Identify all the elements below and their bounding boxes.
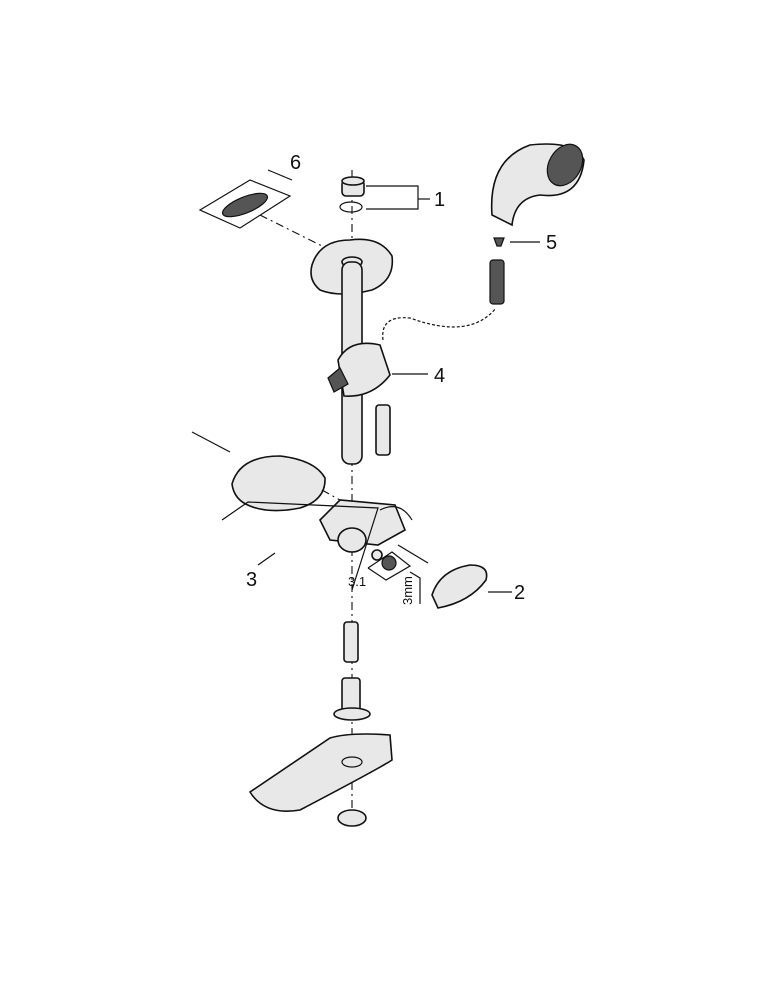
callout-leader-3 xyxy=(257,552,276,566)
part-1-end-cap xyxy=(339,176,430,213)
part-3-lower-bracket xyxy=(191,431,413,591)
callout-1: 1 xyxy=(434,189,445,211)
callout-4: 4 xyxy=(434,365,445,387)
callout-6: 6 xyxy=(290,152,301,174)
callout-5: 5 xyxy=(546,232,557,254)
part-2-cap xyxy=(431,564,512,609)
hose xyxy=(382,307,497,341)
callout-2: 2 xyxy=(514,582,525,604)
part-4-slider xyxy=(327,342,428,456)
lower-support xyxy=(248,621,393,827)
part-3-1-fixing-set xyxy=(367,544,429,604)
callout-3-1: 3.1 xyxy=(348,574,366,589)
part-6-plate xyxy=(198,169,331,251)
part-5-handshower xyxy=(489,143,585,305)
callout-3: 3 xyxy=(246,569,257,591)
hex-key-size-label: 3mm xyxy=(400,576,415,605)
